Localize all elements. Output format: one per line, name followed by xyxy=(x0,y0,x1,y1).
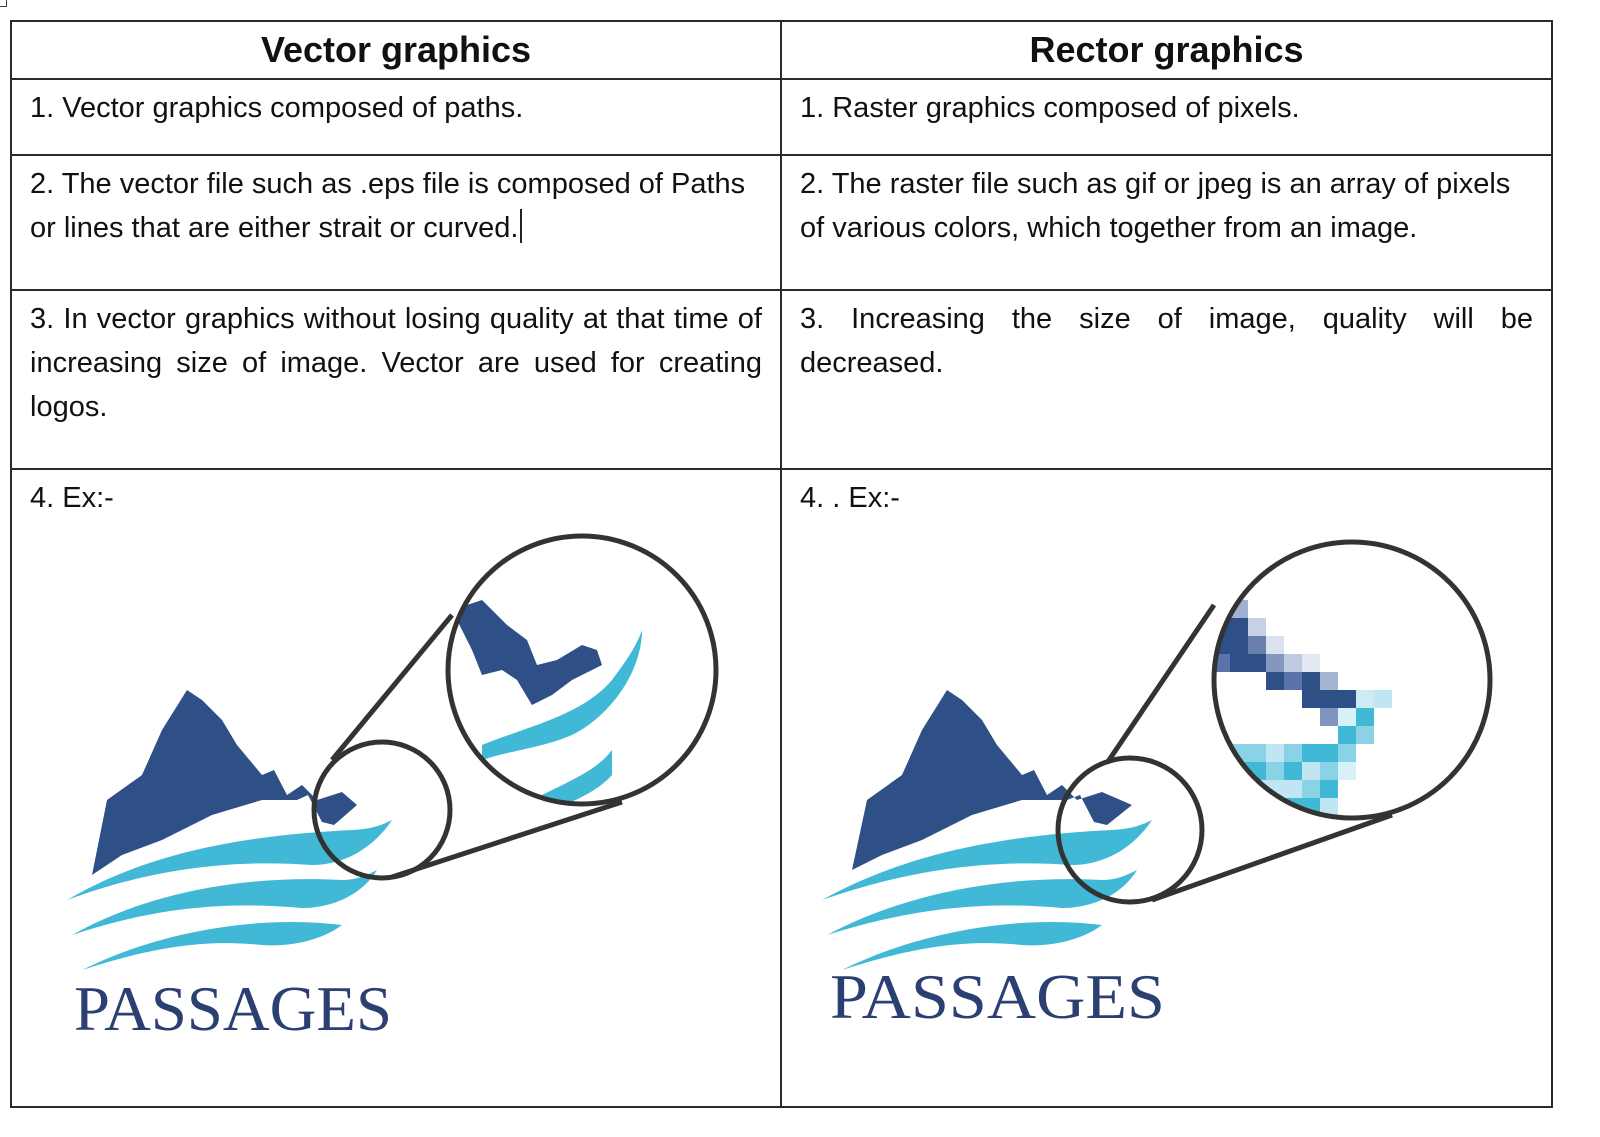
cell-text: 4. Ex:- xyxy=(30,482,114,514)
cell-vector-3: 3. In vector graphics without losing qua… xyxy=(10,289,782,470)
header-row: Vector graphics Rector graphics xyxy=(10,20,1553,80)
magnifier-connector xyxy=(330,613,454,762)
cell-vector-2[interactable]: 2. The vector file such as .eps file is … xyxy=(10,154,782,291)
cell-text: 3. In vector graphics without losing qua… xyxy=(30,303,762,423)
wave-shape xyxy=(72,870,377,935)
table-row: 3. In vector graphics without losing qua… xyxy=(10,289,1553,470)
cell-text: 2. The raster file such as gif or jpeg i… xyxy=(800,168,1511,244)
zoomed-wave xyxy=(532,750,612,804)
table-row: 4. Ex:- xyxy=(10,468,1553,1108)
magnifier-small xyxy=(1055,755,1205,905)
comparison-table: Vector graphics Rector graphics 1. Vecto… xyxy=(10,20,1553,1108)
table-row: 1. Vector graphics composed of paths. 1.… xyxy=(10,78,1553,156)
cell-text: 1. Raster graphics composed of pixels. xyxy=(800,92,1300,124)
corner-mark xyxy=(0,0,7,7)
mountain-shape xyxy=(852,690,1132,870)
mountain-shape xyxy=(92,690,357,875)
header-vector: Vector graphics xyxy=(10,20,782,80)
cell-raster-1: 1. Raster graphics composed of pixels. xyxy=(780,78,1553,156)
magnifier-large xyxy=(445,533,719,807)
text-caret xyxy=(520,209,523,243)
magnifier-connector xyxy=(1151,812,1393,903)
vector-logo-illustration: PASSAGES xyxy=(67,533,719,1044)
cell-text: 2. The vector file such as .eps file is … xyxy=(30,168,746,244)
magnifier-small xyxy=(311,739,453,881)
header-raster: Rector graphics xyxy=(780,20,1553,80)
table-row: 2. The vector file such as .eps file is … xyxy=(10,154,1553,291)
cell-raster-3: 3. Increasing the size of image, quality… xyxy=(780,289,1553,470)
passages-wordmark: PASSAGES xyxy=(830,961,1165,1032)
cell-raster-example: 4. . Ex:- xyxy=(780,468,1553,1108)
wave-shape xyxy=(82,922,342,970)
zoomed-wave xyxy=(482,630,642,760)
cell-vector-1: 1. Vector graphics composed of paths. xyxy=(10,78,782,156)
cell-text: 1. Vector graphics composed of paths. xyxy=(30,92,524,124)
magnifier-connector xyxy=(1104,603,1217,765)
zoomed-mountain xyxy=(452,600,602,705)
cell-text: 4. . Ex:- xyxy=(800,482,900,514)
magnifier-large xyxy=(1211,539,1493,821)
wave-shape xyxy=(842,922,1102,970)
cell-text: 3. Increasing the size of image, quality… xyxy=(800,303,1533,379)
pixel-grid xyxy=(1214,600,1392,816)
wave-shape xyxy=(822,820,1152,900)
cell-vector-example: 4. Ex:- xyxy=(10,468,782,1108)
passages-wordmark: PASSAGES xyxy=(74,973,392,1044)
raster-logo-illustration: PASSAGES xyxy=(822,539,1493,1032)
cell-raster-2: 2. The raster file such as gif or jpeg i… xyxy=(780,154,1553,291)
wave-shape xyxy=(827,870,1137,935)
wave-shape xyxy=(67,820,392,900)
magnifier-connector xyxy=(391,799,623,880)
